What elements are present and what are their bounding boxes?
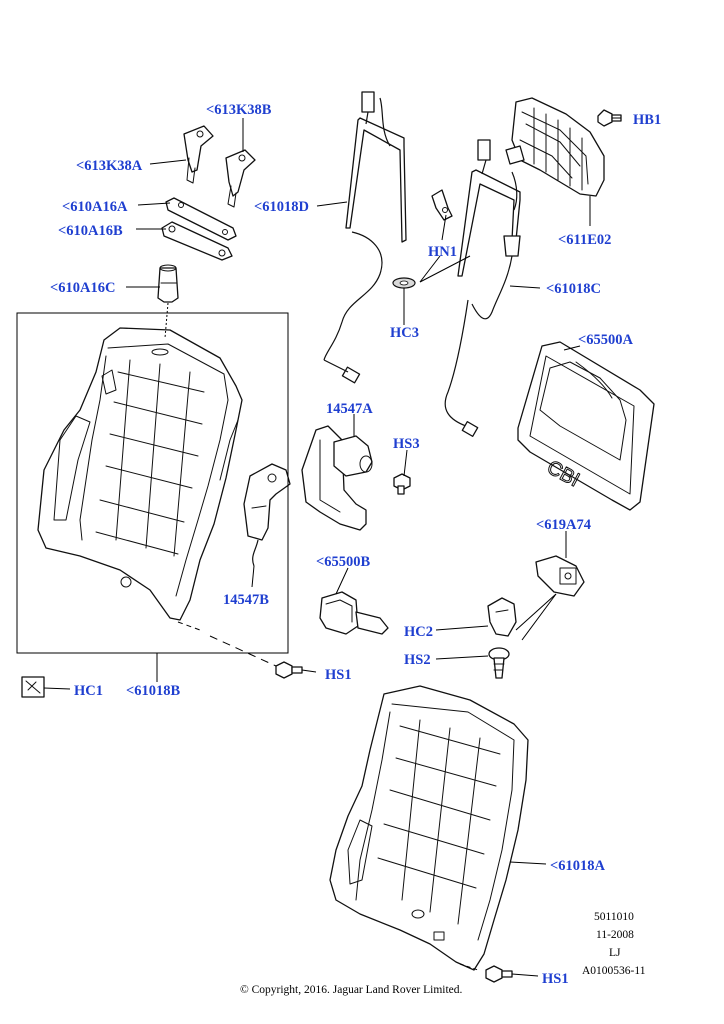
bolt-HS1-b xyxy=(485,965,513,983)
callout-14547B: 14547B xyxy=(223,592,269,608)
callout-HC3: HC3 xyxy=(390,325,419,341)
switch-65500B xyxy=(319,591,389,635)
callout-61018A: <61018A xyxy=(550,858,606,874)
callout-HB1: HB1 xyxy=(633,112,661,128)
clip-HC1 xyxy=(21,676,45,698)
motor-bracket-14547A xyxy=(301,425,373,531)
washer-HC3 xyxy=(392,277,416,289)
seat-back-frame-61018A xyxy=(329,685,529,971)
meta-initials: LJ xyxy=(609,947,621,959)
leader-lines xyxy=(43,117,621,977)
callout-14547A: 14547A xyxy=(326,401,373,417)
callout-65500A: <65500A xyxy=(578,332,634,348)
module-619A74 xyxy=(535,555,585,597)
callout-65500B: <65500B xyxy=(316,554,371,570)
callout-613K38A: <613K38A xyxy=(76,158,143,174)
wire-harness-61018C xyxy=(444,139,521,437)
meta-code: 5011010 xyxy=(594,911,634,923)
screw-HS2 xyxy=(488,647,510,679)
bracket-610A16B xyxy=(161,221,233,261)
callout-HS3: HS3 xyxy=(393,436,420,452)
headrest-guide-613K38A xyxy=(183,125,214,184)
callout-61018B: <61018B xyxy=(126,683,181,699)
callout-611E02: <611E02 xyxy=(558,232,611,248)
callout-61018D: <61018D xyxy=(254,199,309,215)
clip-HC2 xyxy=(487,597,517,637)
bolt-HS3 xyxy=(393,473,411,495)
lumbar-unit-611E02 xyxy=(505,97,605,197)
bracket-610A16A xyxy=(165,197,237,241)
callout-HS1-a: HS1 xyxy=(325,667,352,683)
headrest-guide-613K38B xyxy=(225,149,256,208)
callout-HS1-b: HS1 xyxy=(542,971,569,987)
callout-610A16A: <610A16A xyxy=(62,199,128,215)
callout-610A16B: <610A16B xyxy=(58,223,123,239)
bolt-HS1-a xyxy=(275,661,303,679)
callout-619A74: <619A74 xyxy=(536,517,591,533)
motor-14547B xyxy=(243,463,291,567)
meta-date: 11-2008 xyxy=(596,929,634,941)
callout-HS2: HS2 xyxy=(404,652,431,668)
plug-610A16C xyxy=(157,264,179,303)
copyright-notice: © Copyright, 2016. Jaguar Land Rover Lim… xyxy=(240,984,463,996)
callout-HN1: HN1 xyxy=(428,244,457,260)
seat-back-frame-61018B xyxy=(37,327,243,621)
callout-HC2: HC2 xyxy=(404,624,433,640)
wire-harness-61018D xyxy=(323,91,407,384)
back-panel-65500A: CBI xyxy=(517,341,655,511)
clip-HN1 xyxy=(431,189,453,221)
assembly-box xyxy=(16,312,289,654)
callout-HC1: HC1 xyxy=(74,683,103,699)
callout-610A16C: <610A16C xyxy=(50,280,115,296)
callout-61018C: <61018C xyxy=(546,281,601,297)
meta-ref: A0100536-11 xyxy=(582,965,646,977)
callout-613K38B: <613K38B xyxy=(206,102,272,118)
